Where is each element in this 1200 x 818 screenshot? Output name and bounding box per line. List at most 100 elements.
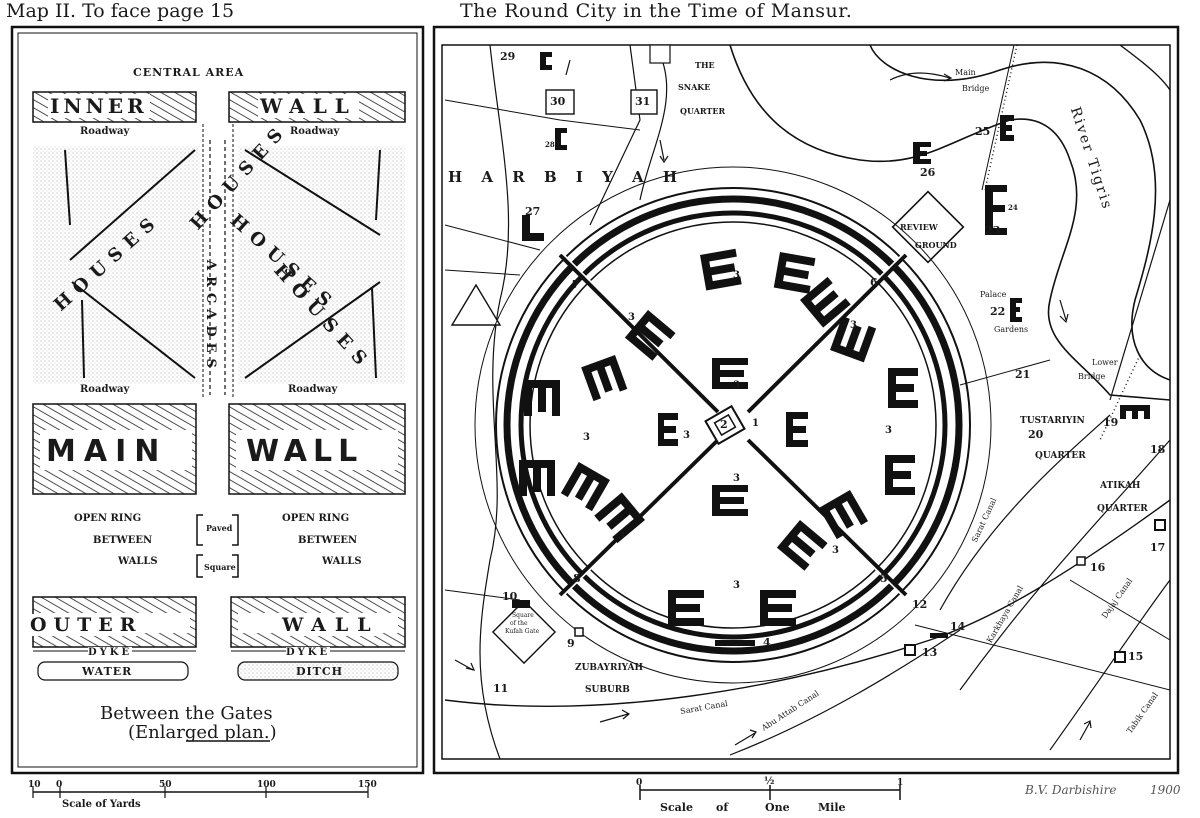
site-25: 25: [975, 125, 991, 138]
sarat-canal: [444, 499, 1171, 707]
atikah-1: ATIKAH: [1100, 481, 1141, 491]
between-left: BETWEEN: [93, 535, 153, 546]
quarter-3-c-s: 3: [733, 473, 740, 484]
mile-scale-word-3: One: [765, 801, 790, 814]
wall-label: WALL: [246, 434, 364, 469]
site-10: 10: [502, 590, 518, 603]
water-label: WATER: [82, 665, 133, 678]
arcades-label: ARCADES: [203, 260, 218, 374]
gardens-label: Gardens: [994, 325, 1029, 334]
snake-quarter-2: SNAKE: [678, 82, 711, 92]
map-title: The Round City in the Time of Mansur.: [460, 0, 853, 22]
site-24: 24: [1008, 203, 1018, 212]
site-22: 22: [990, 305, 1006, 318]
quarter-3-ne: 3: [850, 320, 857, 331]
yards-scale-label: Scale of Yards: [62, 799, 141, 810]
site-20: 20: [1028, 428, 1044, 441]
site-2: 2: [720, 418, 728, 431]
yards-tick-10: 10: [28, 780, 41, 790]
inner-wall-right-label: WALL: [258, 94, 359, 118]
site-26: 26: [920, 166, 936, 179]
snake-quarter-3: QUARTER: [680, 106, 726, 116]
site-27: 27: [525, 205, 541, 218]
mile-scale-word-4: Mile: [818, 801, 846, 814]
roadway-label-3: Roadway: [80, 384, 130, 395]
site-8-sw: 8: [573, 572, 581, 585]
main-bridge-2: Bridge: [962, 84, 990, 93]
site-12: 12: [912, 598, 928, 611]
kufah-3: Kufah Gate: [505, 628, 540, 635]
lower-bridge-1: Lower: [1092, 358, 1118, 367]
site-29: 29: [500, 50, 516, 63]
site-1: 1: [752, 418, 759, 429]
site-11: 11: [493, 682, 509, 695]
roadway-label-2: Roadway: [290, 126, 340, 137]
quarter-3-se: 3: [832, 545, 839, 556]
review-ground: [891, 190, 965, 264]
dyke-right: DYKE: [286, 647, 331, 658]
site-23: 23: [985, 224, 1001, 237]
zubayriyah-2: SUBURB: [585, 685, 630, 695]
water-ditch-right: [237, 661, 399, 681]
river-east-bank: [869, 44, 1171, 381]
central-area-label: CENTRAL AREA: [133, 66, 245, 79]
quarter-3-c-w: 3: [683, 430, 690, 441]
tustariyin-1: TUSTARIYIN: [1020, 416, 1085, 426]
quarter-3-s: 3: [733, 580, 740, 591]
yards-tick-150: 150: [358, 780, 377, 790]
inset-caption-1: Between the Gates: [100, 703, 273, 724]
quarter-3-n: 3: [733, 270, 740, 281]
site-21: 21: [1015, 368, 1031, 381]
tustariyin-2: QUARTER: [1035, 451, 1086, 461]
main-bridge-1: Main: [955, 68, 976, 77]
review-ground-1: REVIEW: [900, 222, 938, 232]
quarter-3-c-n: 3: [733, 380, 740, 391]
site-15: 15: [1128, 650, 1144, 663]
main-bridge: [984, 44, 1018, 191]
inset-caption-2: (Enlarged plan.): [128, 722, 277, 743]
square-label: Square: [204, 562, 236, 572]
main-map: [432, 25, 1180, 800]
paved-label: Paved: [206, 523, 233, 533]
quarter-3-w: 3: [583, 432, 590, 443]
harbiyah-label: H A R B I Y A H: [448, 168, 685, 186]
roadway-label-1: Roadway: [80, 126, 130, 137]
barracks: [512, 52, 1166, 663]
mile-tick-1: 1: [897, 778, 904, 788]
flow-arrows: [454, 59, 1092, 746]
map-reference: Map II. To face page 15: [6, 0, 235, 22]
yards-scale-bar: [32, 786, 369, 798]
outer-wall-label: WALL: [282, 614, 380, 636]
mile-scale-word-1: Scale: [660, 801, 693, 814]
site-19: 19: [1103, 416, 1119, 429]
river-west-bank: [729, 44, 1171, 401]
dyke-left: DYKE: [88, 647, 133, 658]
map-year: 1900: [1150, 783, 1181, 797]
open-ring-left: OPEN RING: [74, 513, 142, 524]
ditch-label: DITCH: [296, 665, 344, 678]
kufah-2: of the: [510, 620, 528, 627]
site-30: 30: [550, 95, 566, 108]
cartographer-signature: B.V. Darbishire: [1025, 783, 1117, 797]
site-13: 13: [922, 646, 938, 659]
mile-tick-half: ½: [764, 776, 775, 787]
kufah-1: Square: [512, 612, 534, 619]
review-ground-2: GROUND: [915, 240, 957, 250]
main-label: MAIN: [46, 434, 168, 469]
yards-tick-100: 100: [257, 780, 276, 790]
palace-label: Palace: [980, 290, 1007, 299]
quarter-3-e: 3: [885, 425, 892, 436]
lower-bridge-2: Bridge: [1078, 372, 1106, 381]
site-4: 4: [763, 636, 771, 649]
mile-tick-0: 0: [636, 778, 643, 788]
atikah-2: QUARTER: [1097, 504, 1148, 514]
west-stream: [479, 44, 510, 760]
roadway-label-4: Roadway: [288, 384, 338, 395]
site-16: 16: [1090, 561, 1106, 574]
site-6: 6: [870, 276, 878, 289]
site-9: 9: [567, 637, 575, 650]
site-18: 18: [1150, 443, 1166, 456]
site-31: 31: [635, 95, 651, 108]
mile-scale-word-2: of: [716, 801, 729, 814]
